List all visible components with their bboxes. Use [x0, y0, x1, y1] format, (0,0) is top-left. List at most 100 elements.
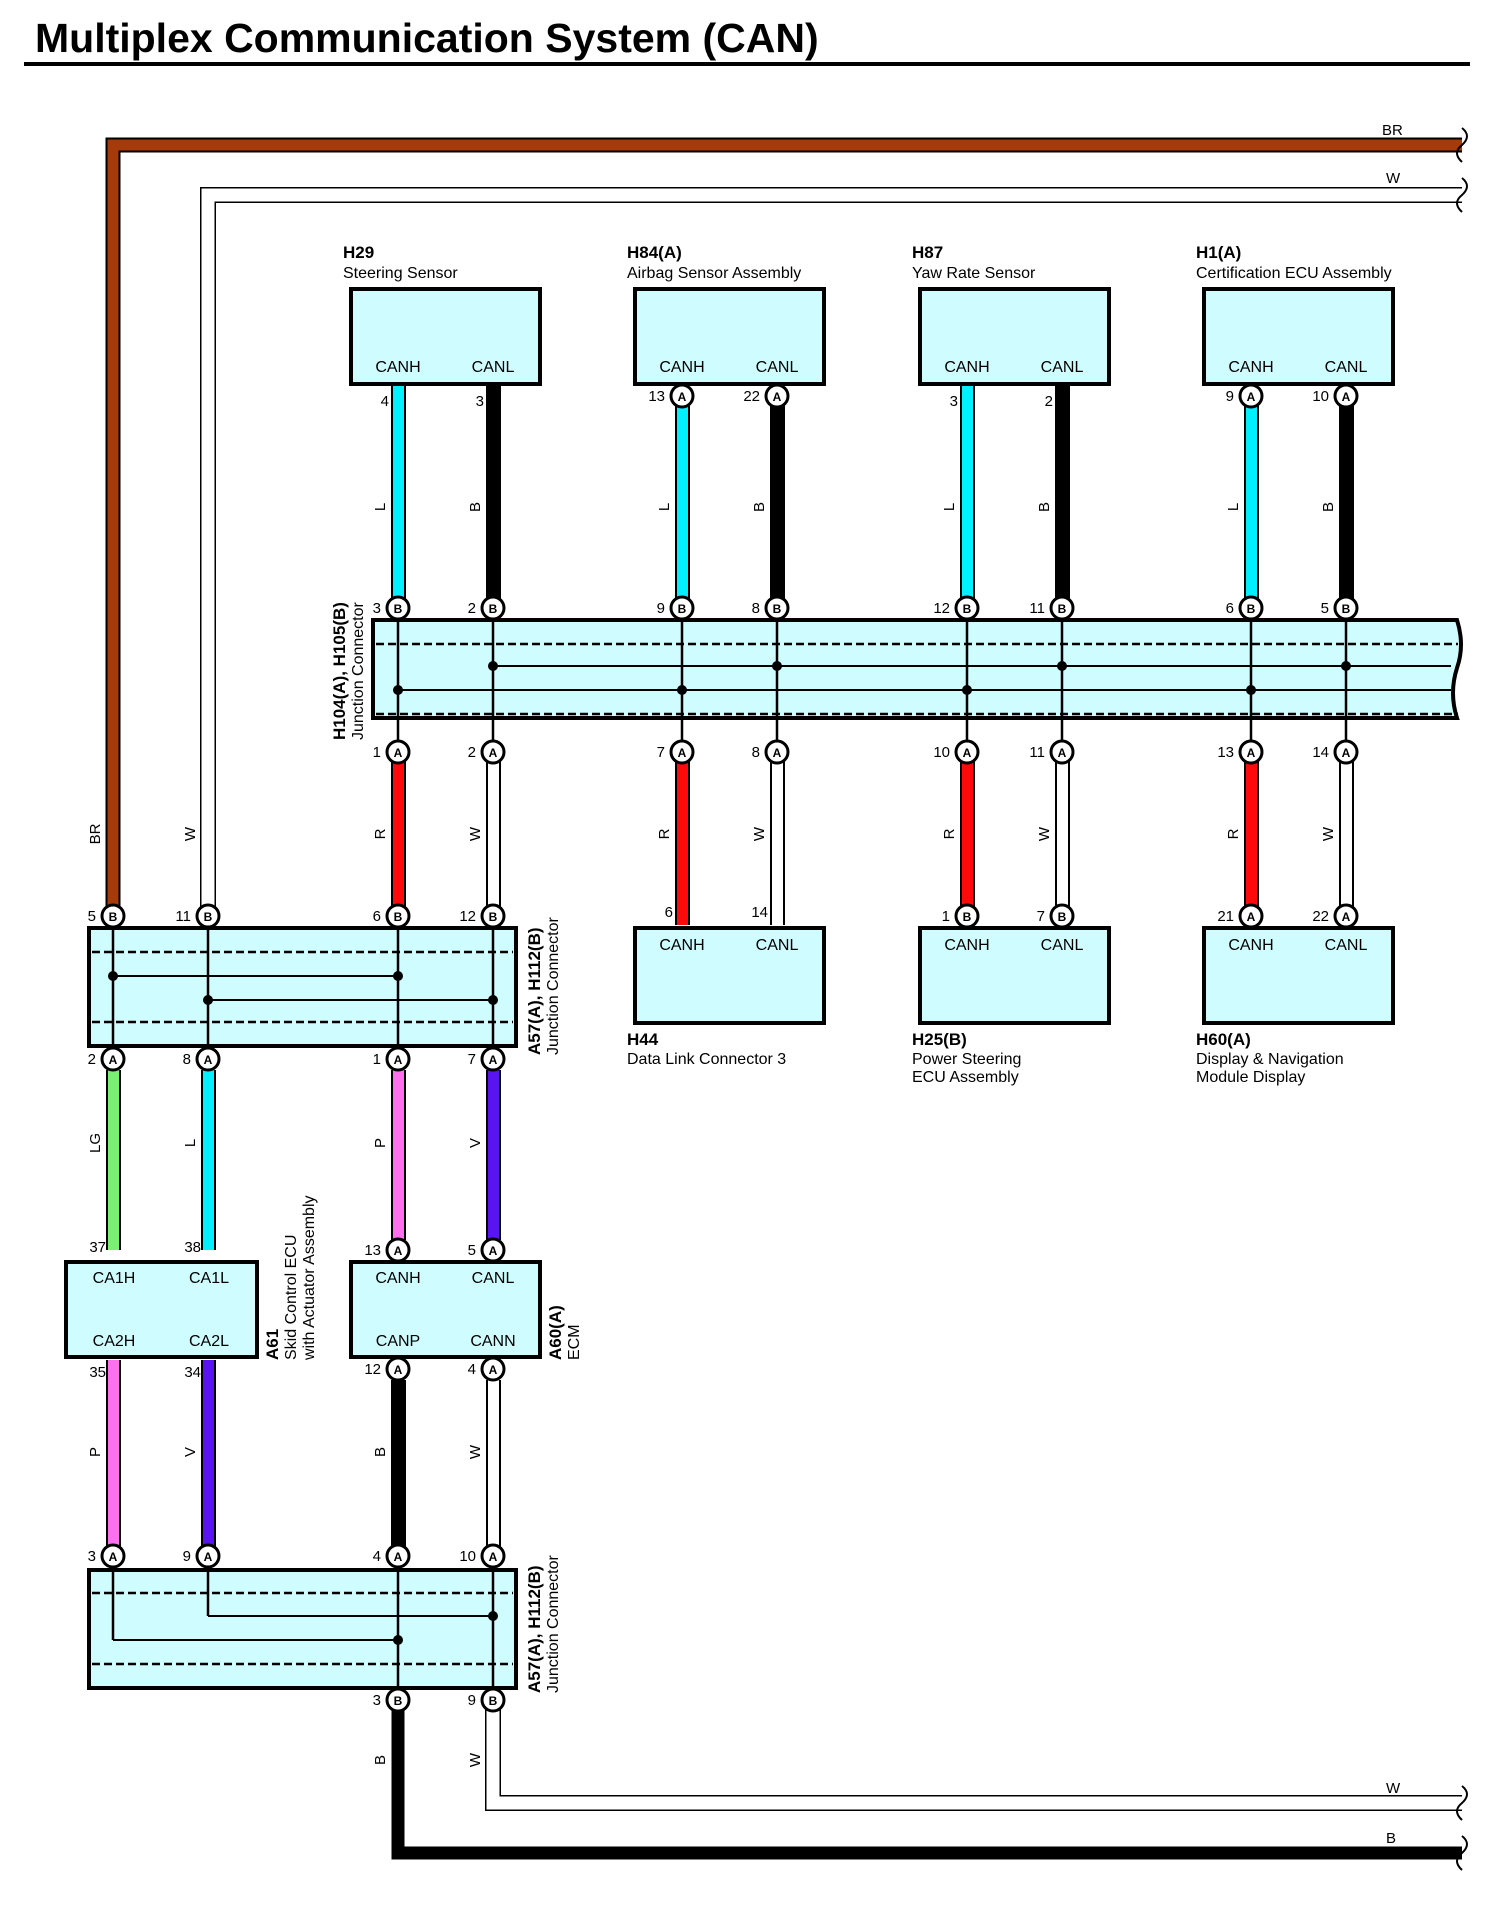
diagram-label: L — [182, 1139, 199, 1147]
signal-ca2l: CA2L — [189, 1333, 229, 1350]
diagram-label: A — [204, 1550, 213, 1564]
diagram-label: A — [394, 1244, 403, 1258]
component-h60: CANH CANL H60(A) Display & Navigation Mo… — [1196, 926, 1395, 1086]
diagram-label: A — [394, 1053, 403, 1067]
wires-top-row — [391, 385, 1354, 606]
diagram-label: 9 — [1226, 388, 1234, 405]
signal-canh: CANH — [375, 1270, 420, 1287]
diagram-label: A — [1342, 746, 1351, 760]
diagram-label: B — [489, 602, 498, 616]
diagram-label: 2 — [88, 1051, 96, 1068]
diagram-label: A — [394, 1550, 403, 1564]
signal-canh: CANH — [659, 937, 704, 954]
component-name: Yaw Rate Sensor — [912, 265, 1036, 282]
component-name-line1: Display & Navigation — [1196, 1051, 1344, 1068]
diagram-label: LG — [87, 1133, 104, 1153]
diagram-label: L — [656, 503, 673, 511]
wire-b-bottom — [391, 1697, 1462, 1860]
diagram-label: A — [963, 746, 972, 760]
diagram-label: 8 — [752, 600, 760, 617]
diagram-label: 6 — [665, 904, 673, 921]
diagram-label: A — [489, 1244, 498, 1258]
bus-break-top-br — [1456, 127, 1468, 163]
diagram-label: W — [182, 826, 199, 841]
bus-break-bottom-w — [1456, 1785, 1468, 1821]
diagram-label: A — [1342, 390, 1351, 404]
component-code: H84(A) — [627, 243, 682, 262]
signal-canl: CANL — [1041, 359, 1084, 376]
diagram-label: 3 — [373, 600, 381, 617]
bus-break-top-w — [1456, 177, 1468, 213]
diagram-label: R — [372, 828, 389, 839]
signal-canh: CANH — [1228, 359, 1273, 376]
signal-canl: CANL — [472, 359, 515, 376]
diagram-label: B — [678, 602, 687, 616]
pin-numbers: 4 3 13 22 3 2 9 10 3 2 9 8 12 11 6 5 1 2… — [88, 388, 1329, 1709]
diagram-label: W — [467, 1444, 484, 1459]
diagram-label: 9 — [468, 1692, 476, 1709]
diagram-label: A — [109, 1053, 118, 1067]
component-name-line2: Module Display — [1196, 1069, 1305, 1086]
component-a61: CA1H CA1L CA2H CA2L A61 Skid Control ECU… — [64, 1195, 318, 1361]
diagram-label: 12 — [933, 600, 950, 617]
signal-ca1l: CA1L — [189, 1270, 229, 1287]
diagram-label: B — [751, 502, 768, 512]
diagram-label: 10 — [933, 744, 950, 761]
diagram-label: B — [1058, 910, 1067, 924]
component-h1: H1(A) Certification ECU Assembly CANH CA… — [1196, 243, 1395, 386]
component-name-line1: Skid Control ECU — [283, 1235, 300, 1360]
diagram-label: 2 — [468, 744, 476, 761]
diagram-label: A — [1247, 746, 1256, 760]
bus-label-b-bottom: B — [1386, 1830, 1396, 1847]
component-code: H60(A) — [1196, 1030, 1251, 1049]
component-h44: CANH CANL H44 Data Link Connector 3 — [627, 926, 826, 1068]
component-name-line2: ECU Assembly — [912, 1069, 1019, 1086]
component-name: ECM — [566, 1324, 583, 1360]
diagram-label: B — [1320, 502, 1337, 512]
signal-ca2h: CA2H — [93, 1333, 136, 1350]
diagram-label: BR — [87, 823, 104, 844]
diagram-label: 11 — [175, 908, 191, 925]
diagram-label: 3 — [373, 1692, 381, 1709]
diagram-label: 14 — [1312, 744, 1329, 761]
diagram-label: 8 — [183, 1051, 191, 1068]
signal-canh: CANH — [375, 359, 420, 376]
diagram-label: 1 — [942, 908, 950, 925]
junction-code: A57(A), H112(B) — [525, 927, 544, 1055]
diagram-label: 12 — [364, 1361, 381, 1378]
diagram-label: B — [489, 910, 498, 924]
diagram-label: A — [204, 1053, 213, 1067]
diagram-label: B — [1247, 602, 1256, 616]
junction-name: Junction Connector — [545, 916, 562, 1055]
diagram-label: B — [963, 910, 972, 924]
signal-canh: CANH — [659, 359, 704, 376]
diagram-label: 7 — [468, 1051, 476, 1068]
diagram-label: A — [678, 390, 687, 404]
diagram-label: A — [773, 390, 782, 404]
diagram-label: 34 — [184, 1364, 201, 1381]
diagram-label: W — [467, 826, 484, 841]
signal-canl: CANL — [756, 359, 799, 376]
diagram-label: W — [751, 826, 768, 841]
diagram-label: R — [941, 828, 958, 839]
wire-w-bottom — [486, 1697, 1462, 1810]
diagram-label: 5 — [1321, 600, 1329, 617]
diagram-label: 13 — [364, 1242, 381, 1259]
diagram-label: 5 — [468, 1242, 476, 1259]
diagram-label: B — [1342, 602, 1351, 616]
signal-canl: CANL — [1325, 937, 1368, 954]
signal-cann: CANN — [470, 1333, 515, 1350]
diagram-label: A — [773, 746, 782, 760]
diagram-label: 9 — [183, 1548, 191, 1565]
junction-name: Junction Connector — [350, 601, 367, 740]
diagram-label: 35 — [89, 1364, 106, 1381]
bus-label-w-bottom: W — [1386, 1780, 1401, 1797]
diagram-label: A — [489, 1363, 498, 1377]
diagram-label: B — [963, 602, 972, 616]
diagram-label: 38 — [184, 1239, 201, 1256]
diagram-label: 4 — [373, 1548, 381, 1565]
wires-low-row — [106, 1070, 501, 1250]
junction-code: H104(A), H105(B) — [330, 602, 349, 740]
component-name-line1: Power Steering — [912, 1051, 1021, 1068]
